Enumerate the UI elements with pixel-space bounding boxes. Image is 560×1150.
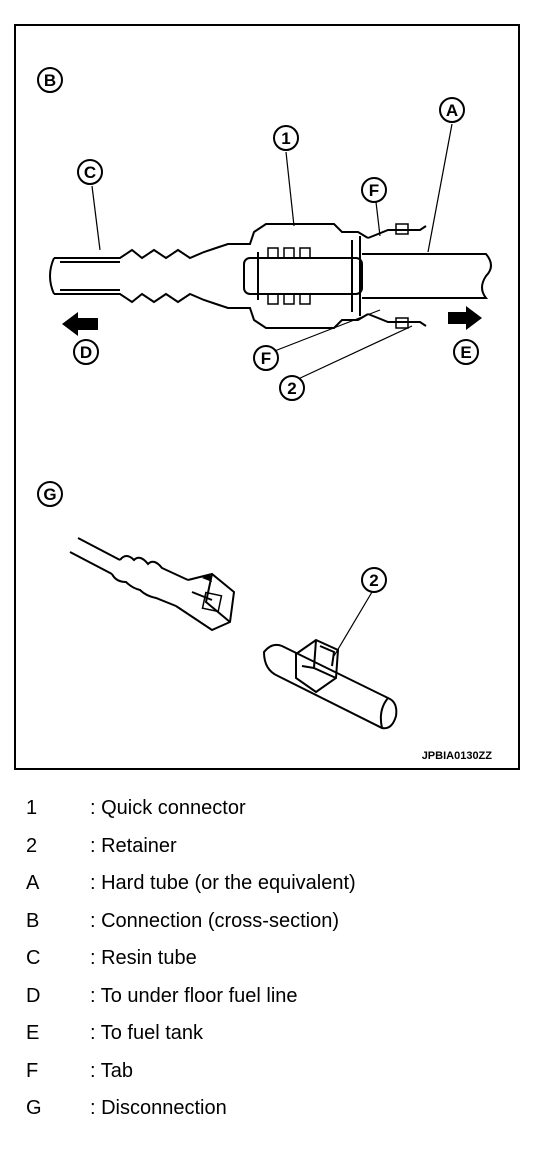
- figure-id: JPBIA0130ZZ: [421, 750, 492, 762]
- cross-section-view: [49, 223, 492, 329]
- legend-key: A: [26, 872, 40, 895]
- svg-text:F: F: [261, 349, 271, 368]
- svg-text:E: E: [460, 343, 471, 362]
- connector-diagram: B A 1 C F D E F: [37, 67, 492, 730]
- legend-key: F: [26, 1059, 39, 1082]
- callout-2-lower: 2: [361, 567, 387, 593]
- callout-G: G: [37, 481, 63, 507]
- legend-row: C : Resin tube: [26, 940, 546, 978]
- callout-E: E: [453, 339, 479, 365]
- callout-F-bottom: F: [253, 345, 279, 371]
- callout-A: A: [439, 97, 465, 123]
- legend-desc: : Hard tube (or the equivalent): [90, 872, 356, 895]
- legend-key: 1: [26, 797, 38, 820]
- legend-row: 2 : Retainer: [26, 828, 546, 866]
- legend-desc: : Resin tube: [90, 947, 197, 970]
- svg-text:2: 2: [369, 571, 378, 590]
- callout-1: 1: [273, 125, 299, 151]
- arrow-right-icon: [448, 306, 482, 330]
- legend-row: F : Tab: [26, 1053, 546, 1091]
- diagram-frame: B A 1 C F D E F: [14, 24, 520, 770]
- callout-C: C: [77, 159, 103, 185]
- svg-text:D: D: [80, 343, 92, 362]
- legend-row: E : To fuel tank: [26, 1015, 546, 1053]
- svg-text:B: B: [44, 71, 56, 90]
- legend-desc: : To under floor fuel line: [90, 984, 298, 1007]
- legend-desc: : Tab: [90, 1059, 133, 1082]
- arrow-left-icon: [62, 312, 98, 336]
- svg-text:2: 2: [287, 379, 296, 398]
- legend-key: 2: [26, 834, 38, 857]
- svg-text:G: G: [43, 485, 56, 504]
- legend-row: 1 : Quick connector: [26, 790, 546, 828]
- legend-desc: : To fuel tank: [90, 1022, 204, 1045]
- svg-text:C: C: [84, 163, 96, 182]
- callout-F-top: F: [361, 177, 387, 203]
- legend-key: G: [26, 1097, 42, 1120]
- legend-row: A : Hard tube (or the equivalent): [26, 865, 546, 903]
- callout-2: 2: [279, 375, 305, 401]
- legend-desc: : Connection (cross-section): [90, 909, 339, 932]
- legend-key: C: [26, 947, 41, 970]
- callout-D: D: [73, 339, 99, 365]
- svg-text:F: F: [369, 181, 379, 200]
- callout-B: B: [37, 67, 63, 93]
- legend-desc: : Disconnection: [90, 1097, 227, 1120]
- legend-key: E: [26, 1022, 40, 1045]
- legend-desc: : Quick connector: [90, 797, 246, 820]
- legend-key: D: [26, 984, 41, 1007]
- svg-text:A: A: [446, 101, 458, 120]
- legend-key: B: [26, 909, 40, 932]
- legend-row: B : Connection (cross-section): [26, 903, 546, 941]
- legend-row: D : To under floor fuel line: [26, 978, 546, 1016]
- disconnection-view: [69, 537, 398, 730]
- legend-desc: : Retainer: [90, 834, 177, 857]
- svg-text:1: 1: [281, 129, 290, 148]
- legend-row: G : Disconnection: [26, 1090, 546, 1128]
- legend: 1 : Quick connector 2 : Retainer A : Har…: [26, 790, 546, 1128]
